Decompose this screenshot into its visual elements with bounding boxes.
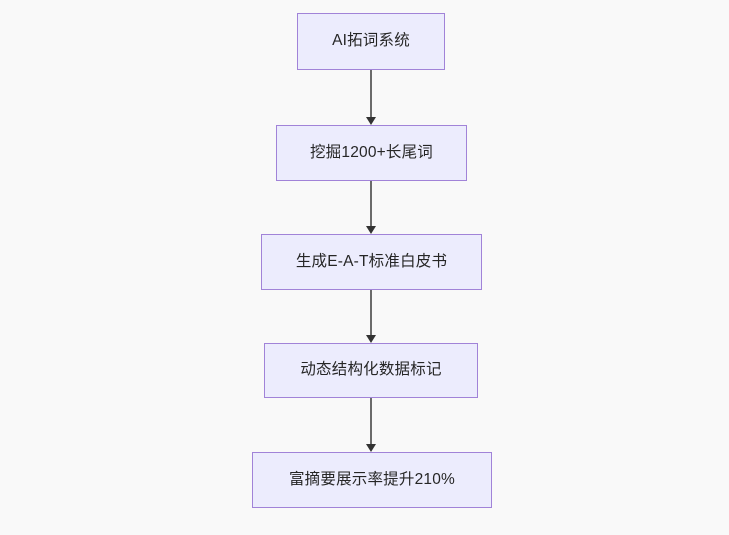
edge-line: [370, 70, 372, 118]
arrowhead-icon: [365, 117, 376, 125]
flow-node-label: 富摘要展示率提升210%: [288, 470, 456, 488]
arrowhead-icon: [365, 226, 376, 234]
edge-line: [370, 290, 372, 336]
flow-node-label: AI拓词系统: [332, 32, 410, 50]
flow-node-generate-eat-whitepaper[interactable]: 生成E-A-T标准白皮书: [261, 234, 482, 290]
arrowhead-icon: [365, 444, 376, 452]
flow-edge-n4-n5: [365, 398, 376, 452]
flow-node-label: 生成E-A-T标准白皮书: [295, 252, 448, 270]
flow-node-label: 动态结构化数据标记: [300, 361, 442, 379]
flow-edge-n1-n2: [365, 70, 376, 125]
flow-node-label: 挖掘1200+长尾词: [309, 143, 434, 161]
flow-node-rich-snippet-impression-uplift[interactable]: 富摘要展示率提升210%: [252, 452, 492, 508]
edge-line: [370, 398, 372, 445]
flow-edge-n2-n3: [365, 181, 376, 234]
arrowhead-icon: [365, 335, 376, 343]
flow-node-ai-keyword-system[interactable]: AI拓词系统: [297, 13, 445, 70]
flow-node-dynamic-structured-data-markup[interactable]: 动态结构化数据标记: [264, 343, 478, 398]
flow-edge-n3-n4: [365, 290, 376, 343]
flow-node-mine-longtail-keywords[interactable]: 挖掘1200+长尾词: [276, 125, 467, 181]
edge-line: [370, 181, 372, 227]
